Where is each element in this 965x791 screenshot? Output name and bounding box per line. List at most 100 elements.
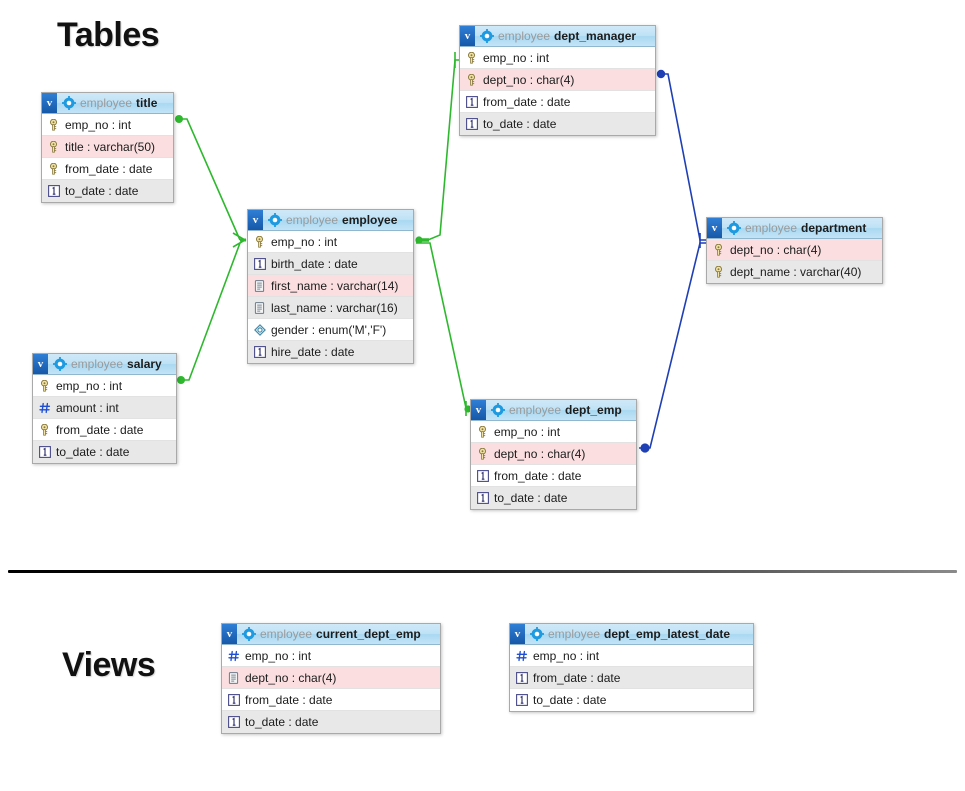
column-row[interactable]: from_date : date xyxy=(460,91,655,113)
relationship-dept-manager-department xyxy=(656,69,708,248)
enum-icon xyxy=(253,323,266,336)
column-row[interactable]: from_date : date xyxy=(33,419,176,441)
relationship-employee-dept-emp xyxy=(416,242,472,416)
column-row[interactable]: to_date : date xyxy=(510,689,753,711)
gear-icon xyxy=(726,220,742,236)
date-icon xyxy=(253,257,266,270)
column-label: from_date : date xyxy=(483,94,571,109)
entity-name-label: salary xyxy=(127,357,162,371)
column-row[interactable]: emp_no : int xyxy=(248,231,413,253)
entity-schema-label: employee xyxy=(80,96,133,110)
column-label: dept_no : char(4) xyxy=(494,446,586,461)
column-row[interactable]: birth_date : date xyxy=(248,253,413,275)
column-label: emp_no : int xyxy=(271,234,338,249)
column-row[interactable]: first_name : varchar(14) xyxy=(248,275,413,297)
column-row[interactable]: dept_no : char(4) xyxy=(460,69,655,91)
hash-icon xyxy=(515,649,528,662)
column-row[interactable]: dept_name : varchar(40) xyxy=(707,261,882,283)
column-label: from_date : date xyxy=(533,670,621,685)
entity-name-label: dept_emp_latest_date xyxy=(604,627,731,641)
column-label: last_name : varchar(16) xyxy=(271,300,398,315)
column-row[interactable]: dept_no : char(4) xyxy=(222,667,440,689)
relationship-dept-emp-department xyxy=(639,242,708,453)
column-row[interactable]: from_date : date xyxy=(42,158,173,180)
view-badge-icon: v xyxy=(471,400,486,420)
entity-name-label: title xyxy=(136,96,158,110)
date-icon xyxy=(253,346,266,359)
column-row[interactable]: hire_date : date xyxy=(248,341,413,363)
column-row[interactable]: dept_no : char(4) xyxy=(707,239,882,261)
column-label: emp_no : int xyxy=(56,378,123,393)
column-row[interactable]: to_date : date xyxy=(42,180,173,202)
column-row[interactable]: amount : int xyxy=(33,397,176,419)
key-icon xyxy=(476,447,489,460)
key-icon xyxy=(253,235,266,248)
column-label: dept_no : char(4) xyxy=(245,670,337,685)
gear-icon xyxy=(61,95,77,111)
key-icon xyxy=(465,51,478,64)
column-row[interactable]: to_date : date xyxy=(460,113,655,135)
column-row[interactable]: from_date : date xyxy=(510,667,753,689)
column-row[interactable]: to_date : date xyxy=(33,441,176,463)
date-icon xyxy=(38,446,51,459)
view-badge-icon: v xyxy=(222,624,237,644)
date-icon xyxy=(227,693,240,706)
key-icon xyxy=(38,379,51,392)
entity-name-label: department xyxy=(801,221,867,235)
column-label: to_date : date xyxy=(533,693,607,707)
column-label: from_date : date xyxy=(245,692,333,707)
entity-name-label: employee xyxy=(342,213,398,227)
column-row[interactable]: from_date : date xyxy=(471,465,636,487)
date-icon xyxy=(465,95,478,108)
column-label: hire_date : date xyxy=(271,345,355,359)
column-row[interactable]: last_name : varchar(16) xyxy=(248,297,413,319)
column-row[interactable]: from_date : date xyxy=(222,689,440,711)
column-row[interactable]: emp_no : int xyxy=(471,421,636,443)
column-row[interactable]: emp_no : int xyxy=(510,645,753,667)
text-icon xyxy=(227,671,240,684)
section-title-tables: Tables xyxy=(57,16,160,54)
column-label: dept_name : varchar(40) xyxy=(730,265,862,279)
view-badge-icon: v xyxy=(248,210,263,230)
hash-icon xyxy=(38,401,51,414)
column-row[interactable]: to_date : date xyxy=(222,711,440,733)
section-divider xyxy=(8,570,957,573)
key-icon xyxy=(465,73,478,86)
column-label: emp_no : int xyxy=(533,648,600,663)
gear-icon xyxy=(529,626,545,642)
column-row[interactable]: to_date : date xyxy=(471,487,636,509)
column-row[interactable]: emp_no : int xyxy=(460,47,655,69)
date-icon xyxy=(227,716,240,729)
column-row[interactable]: gender : enum('M','F') xyxy=(248,319,413,341)
column-row[interactable]: emp_no : int xyxy=(33,375,176,397)
column-label: to_date : date xyxy=(65,184,139,198)
column-row[interactable]: title : varchar(50) xyxy=(42,136,173,158)
key-icon xyxy=(712,266,725,279)
column-row[interactable]: emp_no : int xyxy=(222,645,440,667)
column-row[interactable]: emp_no : int xyxy=(42,114,173,136)
gear-icon xyxy=(479,28,495,44)
column-label: emp_no : int xyxy=(494,424,561,439)
column-row[interactable]: dept_no : char(4) xyxy=(471,443,636,465)
gear-icon xyxy=(267,212,283,228)
text-icon xyxy=(253,301,266,314)
column-label: birth_date : date xyxy=(271,256,358,271)
entity-schema-label: employee xyxy=(509,403,562,417)
